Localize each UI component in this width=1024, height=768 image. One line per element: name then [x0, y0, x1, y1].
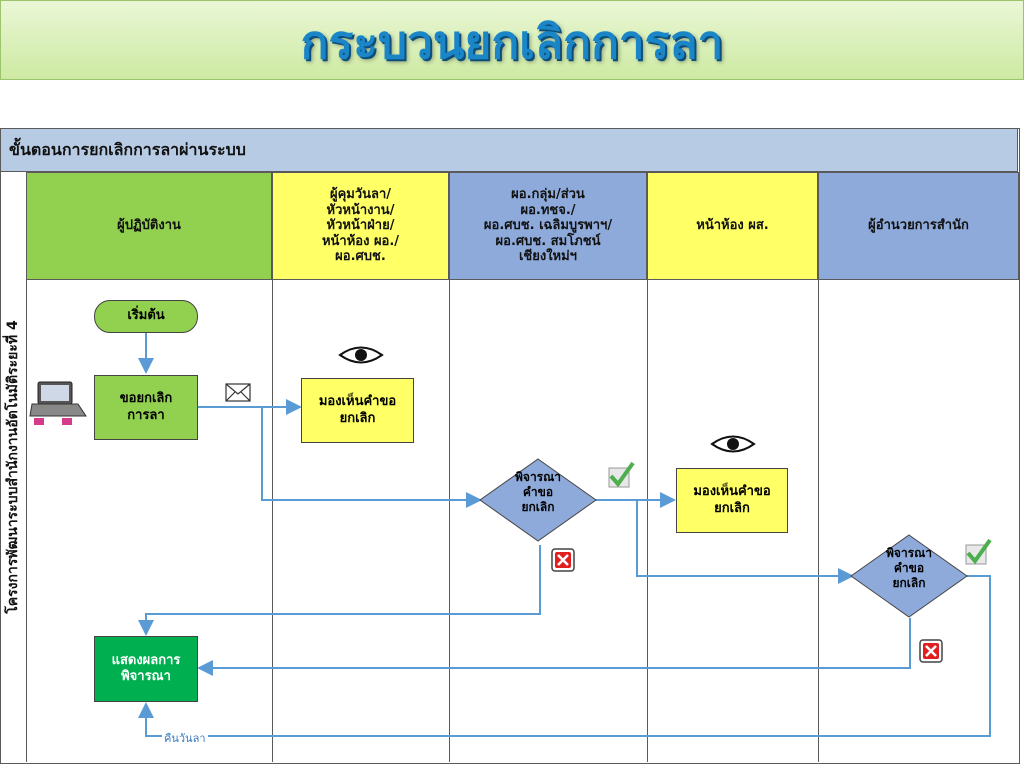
envelope-icon [225, 383, 251, 402]
checkmark-icon [965, 538, 992, 565]
lane-divider [818, 280, 819, 762]
show-result-node: แสดงผลการ พิจารณา [94, 636, 198, 702]
diagram-header-text: ขั้นตอนการยกเลิกการลาผ่านระบบ [9, 140, 246, 159]
side-label-column: โครงการพัฒนาระบบสำนักงานอัตโนมัติระยะที่… [0, 172, 27, 762]
return-leave-label: คืนวันลา [162, 729, 208, 747]
checkmark-icon [608, 461, 635, 488]
lane-header-secretary: หน้าห้อง ผส. [647, 172, 818, 280]
view-request-node-2: มองเห็นคำขอ ยกเลิก [676, 468, 788, 533]
lane-divider [449, 280, 450, 762]
lane-header-group-director: ผอ.กลุ่ม/ส่วน ผอ.ทชจ./ ผอ.ศบช. เฉลิมบูรพ… [449, 172, 647, 280]
page-title: กระบวนยกเลิกการลา [300, 15, 724, 69]
consider-request-node-1: พิจารณา คำขอ ยกเลิก [515, 470, 561, 514]
reject-icon [551, 548, 575, 572]
view-request-node-1: มองเห็นคำขอ ยกเลิก [301, 378, 414, 443]
consider-diamond-1 [479, 458, 597, 542]
laptop-icon [29, 381, 87, 425]
request-cancel-node: ขอยกเลิก การลา [94, 375, 198, 440]
lane-divider [647, 280, 648, 762]
reject-icon [919, 639, 943, 663]
title-bar [0, 0, 1024, 80]
eye-icon [710, 435, 756, 453]
lane-divider [272, 280, 273, 762]
lane-header-bureau-director: ผู้อำนวยการสำนัก [818, 172, 1019, 280]
diamond-shapes [479, 458, 968, 618]
diagram-header: ขั้นตอนการยกเลิกการลาผ่านระบบ [0, 128, 1018, 172]
consider-diamond-2 [850, 534, 968, 618]
lane-header-supervisor: ผู้คุมวันลา/ หัวหน้างาน/ หัวหน้าฝ่าย/ หน… [272, 172, 449, 280]
lane-header-operator: ผู้ปฏิบัติงาน [26, 172, 272, 280]
eye-icon [338, 346, 384, 364]
consider-request-node-2: พิจารณา คำขอ ยกเลิก [886, 546, 932, 590]
start-node: เริ่มต้น [94, 300, 198, 333]
